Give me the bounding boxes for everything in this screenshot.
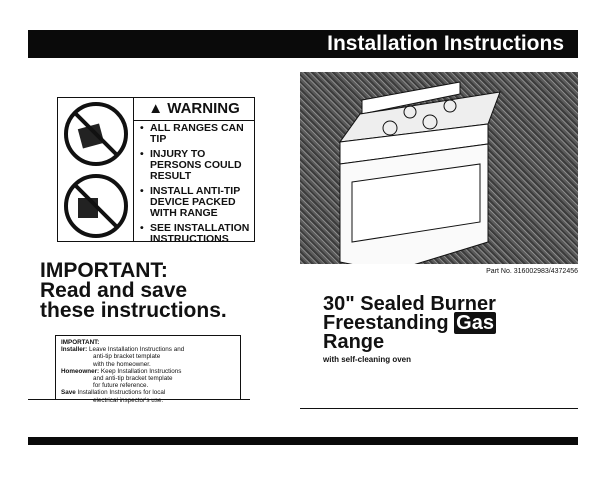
important-line: these instructions. [40, 299, 227, 322]
important-heading: IMPORTANT: Read and save these instructi… [40, 259, 227, 322]
divider [28, 399, 250, 400]
warning-triangle-icon: ▲ [148, 100, 164, 117]
gas-range-illustration [338, 81, 501, 273]
warning-box: ▲ WARNING ALL RANGES CAN TIP INJURY TO P… [57, 97, 255, 245]
note-text: electrical inspector's use. [93, 396, 164, 404]
important-line: IMPORTANT: [40, 259, 168, 282]
note-text: and anti-tip bracket template [93, 375, 173, 383]
tip-warning-pictograms [58, 98, 134, 241]
note-text: Leave Installation Instructions and [89, 346, 185, 354]
footer-bar [28, 437, 578, 445]
important-note-box: IMPORTANT: Installer: Leave Installation… [55, 335, 241, 404]
note-text: for future reference. [93, 382, 149, 390]
warning-item: INSTALL ANTI-TIP DEVICE PACKED WITH RANG… [138, 186, 252, 219]
homeowner-label: Homeowner: [61, 367, 100, 375]
product-subtitle: with self-cleaning oven [323, 355, 412, 364]
title-line: 30" Sealed Burner [323, 293, 496, 315]
warning-list: ALL RANGES CAN TIP INJURY TO PERSONS COU… [138, 123, 252, 249]
warning-item: ALL RANGES CAN TIP [138, 123, 252, 145]
warning-item: INJURY TO PERSONS COULD RESULT [138, 149, 252, 182]
note-text: Installation Instructions for local [77, 389, 166, 397]
note-text: Keep Installation Instructions [100, 367, 182, 375]
note-text: anti-tip bracket template [93, 353, 161, 361]
no-tip-icon [64, 102, 128, 238]
installer-label: Installer: [61, 346, 88, 354]
warning-item: SEE INSTALLATION INSTRUCTIONS [138, 223, 252, 245]
warning-title: ▲ WARNING [134, 98, 254, 121]
product-title: 30" Sealed Burner Freestanding Gas Range [323, 293, 496, 353]
range-photo [300, 72, 578, 273]
title-line: Range [323, 331, 385, 353]
warning-title-text: WARNING [167, 100, 240, 117]
note-heading: IMPORTANT: [61, 339, 100, 346]
save-label: Save [61, 389, 76, 397]
part-number: Part No. 316002983/4372456 [486, 268, 578, 275]
divider [300, 408, 578, 409]
important-line: Read and save [40, 279, 188, 302]
title-line: Freestanding [323, 312, 449, 334]
gas-badge: Gas [454, 312, 496, 334]
note-text: with the homeowner. [93, 360, 151, 368]
header-bar: Installation Instructions [28, 30, 578, 58]
